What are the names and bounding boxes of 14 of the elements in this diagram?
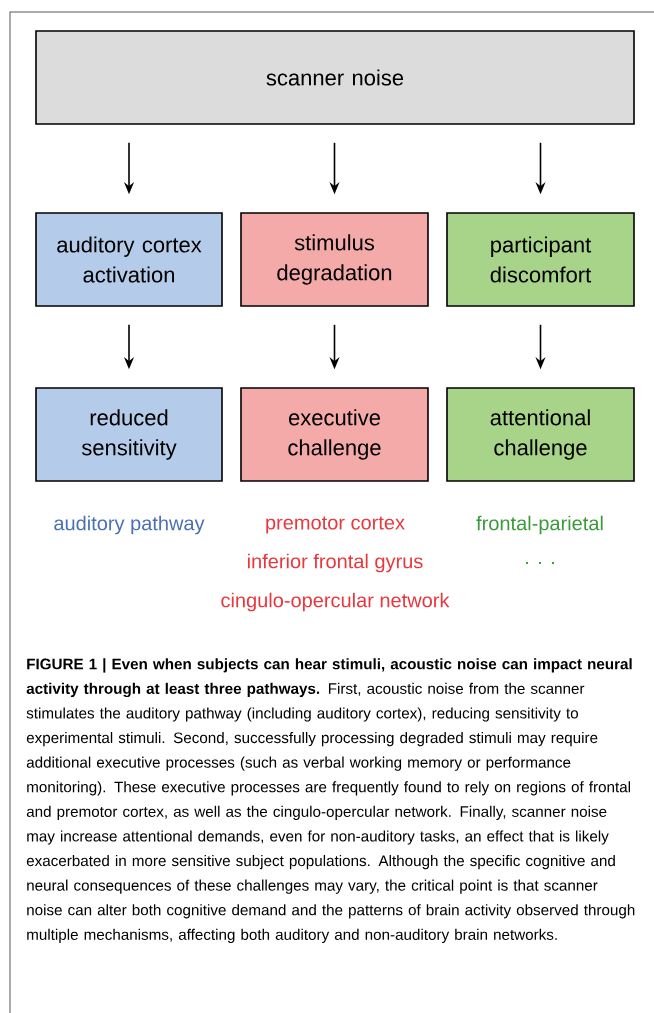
region-label: frontal-parietal [476,515,603,535]
process-box: stimulus degradation [240,212,429,307]
process-box: reduced sensitivity [35,387,223,482]
region-label: cingulo-opercular network [221,592,450,612]
process-box: auditory cortex activation [35,212,223,307]
caption: FIGURE 1 | Even when subjects can hear stimuli, acoustic noise can impact neural activity through at least three pathways. First, acoustic noise from the scanner stimulates the auditory pathway (including auditory cortex), reducing sensitivity to experimental stimuli. Second, successfully processing degraded stimuli may require additional executive processes (such as verbal working memory or performance monitoring). These executive processes are frequently found to rely on regions of frontal and premotor cortex, as well as the cingulo-opercular network. Finally, scanner noise may increase attentional demands, even for non-auditory tasks, an effect that is likely exacerbated in more sensitive subject populations. Although the specific cognitive and neural consequences of these challenges may vary, the critical point is that scanner noise can alter both cognitive demand and the patterns of brain activity observed through multiple mechanisms, affecting both auditory and non-auditory brain networks. [26,658,635,943]
region-label: inferior frontal gyrus [247,553,423,573]
process-box: attentional challenge [446,387,635,482]
process-box: participant discomfort [446,212,635,307]
region-label: auditory pathway [54,515,205,535]
region-label: . . . [526,561,554,565]
region-label: premotor cortex [266,516,405,534]
title-box: scanner noise [35,30,635,125]
process-box: executive challenge [240,387,429,482]
